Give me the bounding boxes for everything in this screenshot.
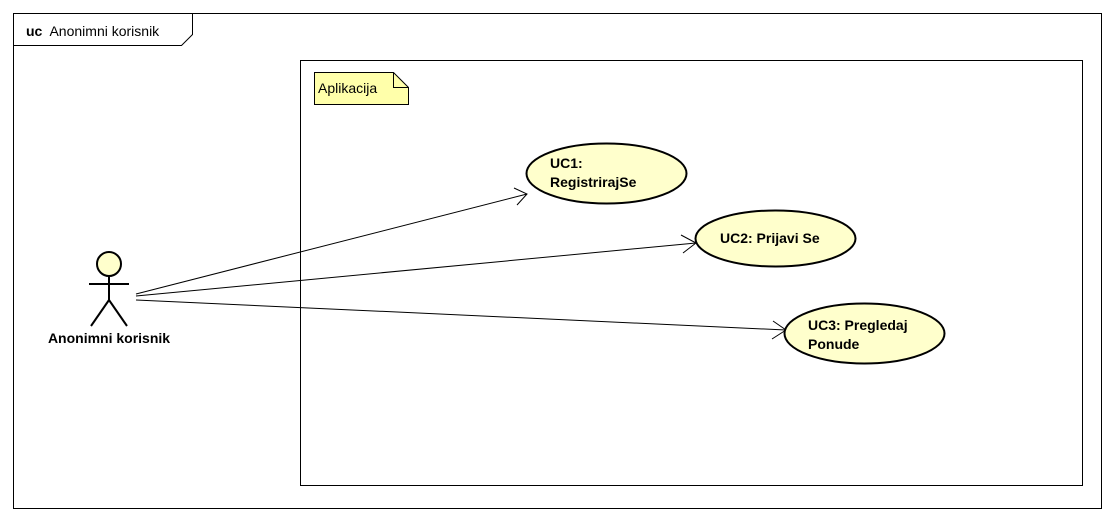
use-case-uc1-line2: RegistrirajSe xyxy=(550,174,637,190)
system-note-label: Aplikacija xyxy=(318,80,377,96)
use-case-uc3-line1: UC3: Pregledaj xyxy=(808,317,908,333)
use-case-uc1[interactable]: UC1: RegistrirajSe xyxy=(525,142,688,205)
actor-right-leg xyxy=(108,299,128,327)
actor-figure[interactable] xyxy=(89,251,129,327)
association-uc3 xyxy=(135,299,787,331)
actor-left-leg xyxy=(90,299,110,327)
use-case-uc3-line2: Ponude xyxy=(808,336,860,352)
association-uc1 xyxy=(135,193,528,295)
system-boundary xyxy=(300,60,1083,486)
use-case-uc1-ellipse xyxy=(525,142,688,205)
actor-name: Anonimni korisnik xyxy=(48,330,170,346)
arrowhead-uc1 xyxy=(513,187,528,206)
use-case-uc3-ellipse xyxy=(783,302,946,365)
note-fold xyxy=(393,72,409,88)
system-note xyxy=(314,72,409,105)
associations xyxy=(135,187,787,340)
frame-tab xyxy=(13,13,193,46)
use-case-uc2[interactable]: UC2: Prijavi Se xyxy=(694,209,857,268)
frame-title: uc Anonimni korisnik xyxy=(26,23,160,39)
use-case-uc1-line1: UC1: xyxy=(550,155,583,171)
use-case-uc2-line1: UC2: Prijavi Se xyxy=(720,230,820,246)
use-case-uc3[interactable]: UC3: Pregledaj Ponude xyxy=(783,302,946,365)
use-case-uc2-ellipse xyxy=(694,209,857,268)
frame-keyword: uc xyxy=(26,23,43,39)
use-case-uc3-label: UC3: Pregledaj Ponude xyxy=(808,317,911,352)
use-case-uc1-label: UC1: RegistrirajSe xyxy=(550,155,637,190)
association-uc2 xyxy=(135,242,697,297)
actor-head xyxy=(96,251,122,277)
use-case-uc2-label: UC2: Prijavi Se xyxy=(720,230,820,246)
frame-title-text: Anonimni korisnik xyxy=(49,23,160,39)
